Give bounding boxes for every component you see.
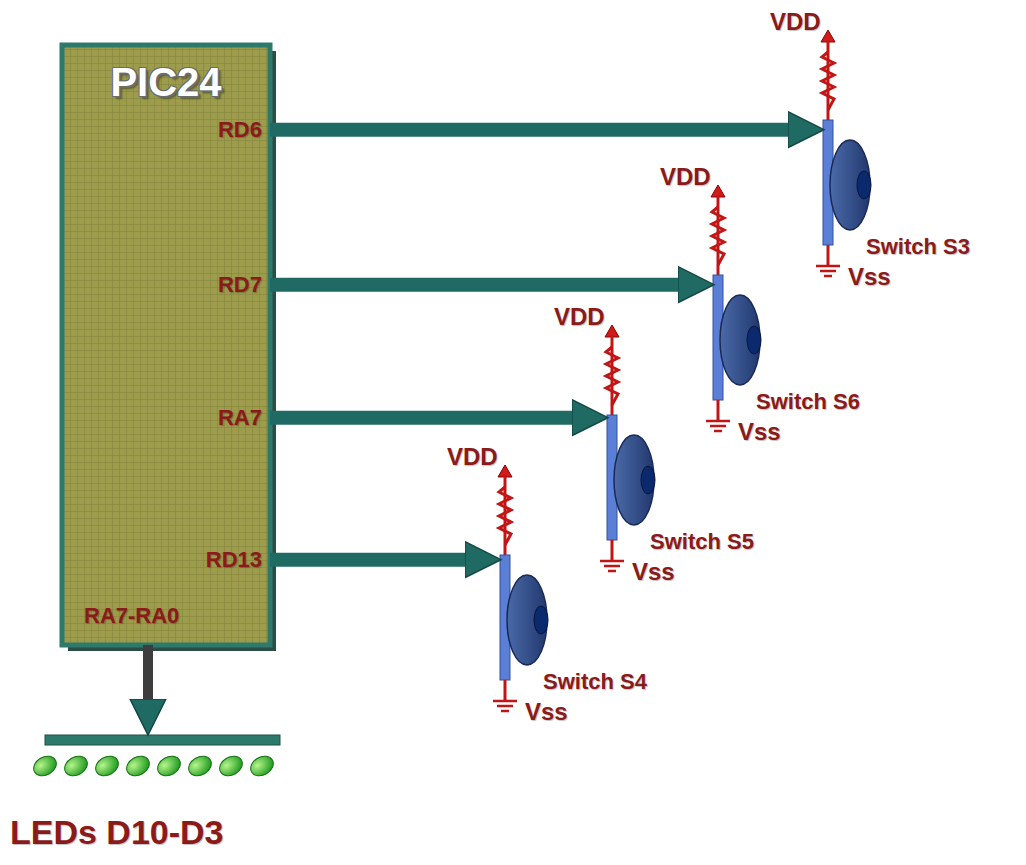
input-signal-arrow (270, 278, 678, 292)
switch-label: Switch S3 (866, 234, 970, 259)
chip-body (62, 45, 270, 645)
push-switch (600, 325, 655, 571)
switch-label: Switch S6 (756, 389, 860, 414)
pin-name: RA7 (218, 405, 262, 430)
push-switch (493, 465, 548, 711)
ground-label: Vss (525, 698, 568, 726)
led-bar (30, 735, 280, 780)
supply-label: VDD (447, 443, 498, 471)
pin-name: RD13 (206, 547, 262, 572)
pin-name: RA7-RA0 (84, 603, 179, 628)
ground-label: Vss (632, 558, 675, 586)
switch-label: Switch S5 (650, 529, 754, 554)
input-signal-arrow (270, 411, 572, 425)
supply-label: VDD (660, 163, 711, 191)
led-label: LEDs D10-D3 (10, 813, 224, 852)
ground-label: Vss (738, 418, 781, 446)
led-array: LEDs D10-D3 (8, 735, 328, 857)
pin-name: RD7 (218, 272, 262, 297)
output-bus-arrow (143, 645, 153, 699)
ground-label: Vss (848, 263, 891, 291)
input-signal-arrow (270, 553, 465, 567)
supply-label: VDD (770, 8, 821, 36)
supply-label: VDD (554, 303, 605, 331)
pin-name: RD6 (218, 117, 262, 142)
push-switch (816, 30, 871, 276)
push-switch (706, 185, 761, 431)
switch-label: Switch S4 (543, 669, 647, 694)
input-signal-arrow (270, 123, 788, 137)
chip-name: PIC24 (62, 59, 270, 105)
microcontroller-chip: PIC24RD6RD7RA7RD13RA7-RA0 (62, 45, 270, 645)
